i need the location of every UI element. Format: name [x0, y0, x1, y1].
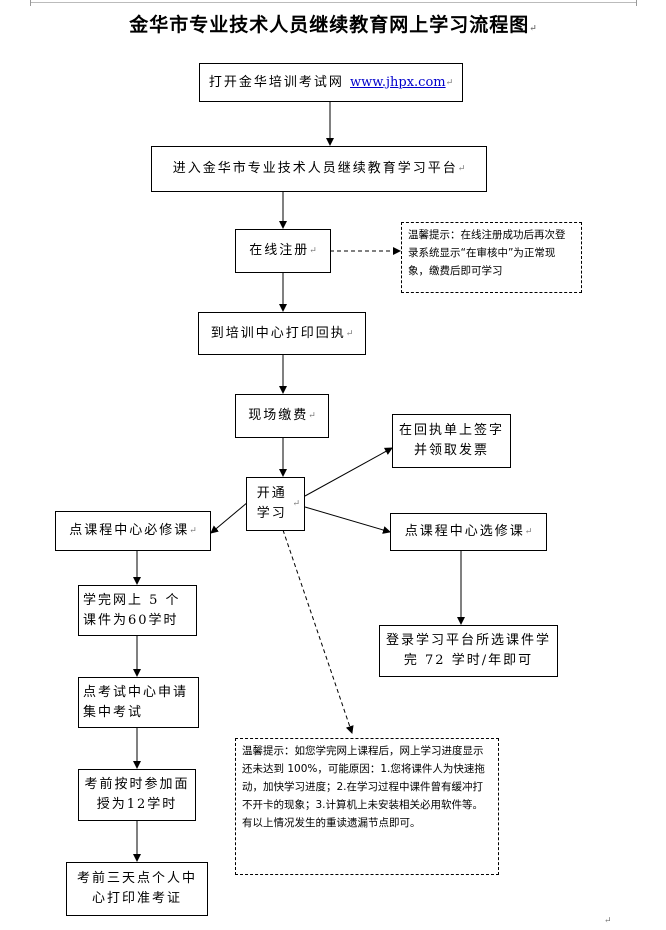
- box-pay-onsite: 现场缴费↵: [235, 394, 329, 438]
- box-print-receipt-label: 到培训中心打印回执: [210, 325, 346, 341]
- box-enter-platform: 进入金华市专业技术人员继续教育学习平台↵: [151, 146, 487, 192]
- tip-register-text: 温馨提示：在线注册成功后再次登录系统显示“在审核中”为正常现象，缴费后即可学习: [408, 229, 566, 277]
- box-open-study-label: 开通学习: [256, 486, 287, 521]
- corner-mark-left: [30, 0, 37, 6]
- box-exam-apply: 点考试中心申请集中考试: [78, 677, 199, 728]
- box-open-site-label: 打开金华培训考试网: [208, 74, 344, 90]
- box-enter-platform-label: 进入金华市专业技术人员继续教育学习平台: [172, 161, 458, 176]
- box-study-60: 学完网上 5 个课件为60学时: [78, 585, 197, 636]
- paragraph-mark: ↵: [189, 526, 197, 536]
- box-register-online-label: 在线注册: [249, 243, 310, 258]
- tip-register-note: 温馨提示：在线注册成功后再次登录系统显示“在审核中”为正常现象，缴费后即可学习: [401, 222, 582, 293]
- paragraph-mark: ↵: [308, 411, 316, 421]
- arrow-open-to-required: [210, 501, 249, 534]
- title-text: 金华市专业技术人员继续教育网上学习流程图: [129, 14, 530, 36]
- header-rule: [30, 2, 636, 3]
- arrow-open-to-sign: [304, 447, 393, 497]
- paragraph-mark: ↵: [292, 499, 300, 509]
- box-exam-apply-label: 点考试中心申请集中考试: [83, 684, 189, 720]
- paragraph-mark: ↵: [529, 24, 537, 34]
- box-face-teaching: 考前按时参加面授为12学时: [78, 769, 196, 821]
- box-sign-receipt: 在回执单上签字并领取发票: [392, 414, 511, 468]
- corner-mark-right: [630, 0, 637, 6]
- box-elective-course-label: 点课程中心选修课: [404, 524, 525, 539]
- page-title: 金华市专业技术人员继续教育网上学习流程图↵: [0, 10, 666, 37]
- box-open-study: 开通学习 ↵: [246, 477, 305, 531]
- box-print-ticket: 考前三天点个人中心打印准考证: [66, 862, 208, 916]
- paragraph-mark: ↵: [345, 328, 354, 339]
- box-open-site: 打开金华培训考试网 www.jhpx.com↵: [199, 63, 463, 102]
- tip-progress-note: 温馨提示：如您学完网上课程后，网上学习进度显示还未达到 100%，可能原因：1.…: [235, 738, 499, 875]
- box-print-ticket-label: 考前三天点个人中心打印准考证: [76, 871, 197, 906]
- paragraph-mark: ↵: [457, 164, 466, 174]
- paragraph-mark: ↵: [309, 246, 317, 256]
- tip-progress-text: 温馨提示：如您学完网上课程后，网上学习进度显示还未达到 100%，可能原因：1.…: [242, 745, 485, 829]
- box-study-60-label: 学完网上 5 个课件为60学时: [83, 592, 181, 628]
- box-register-online: 在线注册↵: [235, 229, 331, 273]
- paragraph-mark: ↵: [445, 77, 454, 88]
- paragraph-mark: ↵: [524, 527, 533, 537]
- box-login-elective-label: 登录学习平台所选课件学完 72 学时/年即可: [385, 633, 551, 668]
- box-required-course-label: 点课程中心必修课: [69, 523, 190, 538]
- box-sign-receipt-label: 在回执单上签字并领取发票: [398, 423, 504, 458]
- box-print-receipt: 到培训中心打印回执↵: [198, 312, 366, 355]
- box-login-elective: 登录学习平台所选课件学完 72 学时/年即可: [379, 625, 558, 677]
- box-required-course: 点课程中心必修课↵: [55, 511, 211, 551]
- box-elective-course: 点课程中心选修课↵: [390, 513, 547, 551]
- page-end-mark: ↵: [604, 916, 612, 926]
- box-pay-onsite-label: 现场缴费: [248, 408, 309, 423]
- site-link[interactable]: www.jhpx.com: [350, 74, 446, 90]
- box-face-teaching-label: 考前按时参加面授为12学时: [84, 777, 190, 812]
- dashed-arrow-open-to-tip: [282, 529, 354, 734]
- arrow-open-to-elective: [304, 506, 391, 534]
